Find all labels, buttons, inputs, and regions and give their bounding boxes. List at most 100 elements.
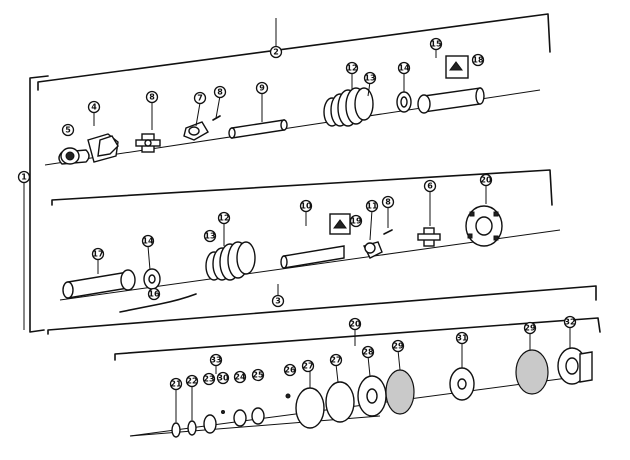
svg-text:32: 32 <box>564 318 575 327</box>
callout-25: 25 <box>251 368 265 382</box>
callout-9: 9 <box>255 81 269 95</box>
callout-23: 23 <box>202 372 216 386</box>
svg-text:11: 11 <box>366 202 378 211</box>
svg-text:23: 23 <box>203 375 214 384</box>
svg-text:7: 7 <box>197 94 203 103</box>
callout-20a: 20 <box>479 173 493 187</box>
svg-text:30: 30 <box>217 374 229 383</box>
svg-text:27: 27 <box>330 356 341 365</box>
callout-24: 24 <box>233 370 247 384</box>
row-1-parts <box>58 55 485 165</box>
svg-text:5: 5 <box>65 126 71 135</box>
callout-26: 26 <box>283 363 297 377</box>
svg-text:24: 24 <box>234 373 246 382</box>
svg-text:3: 3 <box>275 297 281 306</box>
callout-31: 31 <box>455 331 469 345</box>
part-cross-8 <box>135 133 161 153</box>
part-ring-24 <box>233 409 247 427</box>
part-plate-27b <box>325 381 355 423</box>
callout-14a: 14 <box>397 61 411 75</box>
part-ring-22 <box>187 420 197 436</box>
callout-14b: 14 <box>141 234 155 248</box>
part-ring-25 <box>251 407 265 425</box>
svg-text:18: 18 <box>472 56 484 65</box>
callout-7: 7 <box>193 91 207 105</box>
svg-text:20: 20 <box>480 176 492 185</box>
part-cross-6 <box>417 227 441 247</box>
svg-text:21: 21 <box>170 380 182 389</box>
part-bellows-12-13 <box>323 87 374 127</box>
svg-text:26: 26 <box>284 366 296 375</box>
svg-text:14: 14 <box>142 237 154 246</box>
callout-32: 32 <box>563 315 577 329</box>
svg-text:29: 29 <box>392 342 404 351</box>
callout-8c: 8 <box>381 195 395 209</box>
svg-text:10: 10 <box>300 202 312 211</box>
part-fork-7 <box>183 121 209 141</box>
callout-13b: 13 <box>203 229 217 243</box>
callout-10: 10 <box>299 199 313 213</box>
leader-lines <box>23 18 571 422</box>
svg-text:12: 12 <box>218 214 229 223</box>
callout-19: 19 <box>349 214 363 228</box>
svg-text:13: 13 <box>204 232 215 241</box>
callout-6: 6 <box>423 179 437 193</box>
svg-text:15: 15 <box>430 40 442 49</box>
part-tube-9 <box>228 119 288 139</box>
callout-28: 28 <box>361 345 375 359</box>
callout-20b: 20 <box>348 317 362 331</box>
callout-2: 2 <box>269 45 283 59</box>
part-yoke-20 <box>465 205 503 247</box>
part-ball-26 <box>285 393 291 399</box>
part-pin-8c <box>383 229 393 235</box>
part-chain-16 <box>119 293 197 313</box>
callout-17: 17 <box>91 247 105 261</box>
svg-text:25: 25 <box>252 371 264 380</box>
callout-5: 5 <box>61 123 75 137</box>
part-tube-17 <box>62 269 136 299</box>
callout-3: 3 <box>271 294 285 308</box>
part-fork-11 <box>362 241 383 259</box>
part-plate-27a <box>295 387 325 429</box>
part-hub-23 <box>203 414 217 434</box>
part-hub-31 <box>449 367 475 401</box>
callout-29a: 29 <box>391 339 405 353</box>
svg-text:31: 31 <box>456 334 468 343</box>
callout-27b: 27 <box>329 353 343 367</box>
callout-4: 4 <box>87 100 101 114</box>
svg-text:17: 17 <box>92 250 103 259</box>
row-2-parts <box>62 205 503 313</box>
svg-text:1: 1 <box>21 173 27 182</box>
callout-8a: 8 <box>145 90 159 104</box>
part-bellows-12-13b <box>205 241 256 281</box>
callout-21: 21 <box>169 377 183 391</box>
svg-text:8: 8 <box>149 93 155 102</box>
part-flange-32 <box>557 347 593 385</box>
part-tube-10 <box>280 213 351 269</box>
svg-text:2: 2 <box>273 48 279 57</box>
callout-12a: 12 <box>345 61 359 75</box>
row-3-parts <box>171 347 593 438</box>
svg-text:16: 16 <box>148 290 160 299</box>
svg-text:20: 20 <box>349 320 361 329</box>
callout-33: 33 <box>209 353 223 367</box>
assembly-brackets <box>29 13 601 437</box>
svg-text:8: 8 <box>217 88 223 97</box>
part-disc-29a <box>385 369 415 415</box>
svg-text:14: 14 <box>398 64 410 73</box>
svg-text:27: 27 <box>302 362 313 371</box>
svg-text:8: 8 <box>385 198 391 207</box>
svg-text:28: 28 <box>362 348 374 357</box>
svg-text:6: 6 <box>427 182 433 191</box>
svg-text:4: 4 <box>91 103 97 112</box>
part-ball-30 <box>221 410 225 414</box>
callout-27a: 27 <box>301 359 315 373</box>
svg-text:19: 19 <box>350 217 362 226</box>
callout-12b: 12 <box>217 211 231 225</box>
callout-15: 15 <box>429 37 443 51</box>
svg-text:22: 22 <box>186 377 197 386</box>
part-ring-14 <box>396 91 412 113</box>
part-ring-21 <box>171 422 181 438</box>
part-guard-15 <box>417 55 485 114</box>
svg-text:12: 12 <box>346 64 357 73</box>
